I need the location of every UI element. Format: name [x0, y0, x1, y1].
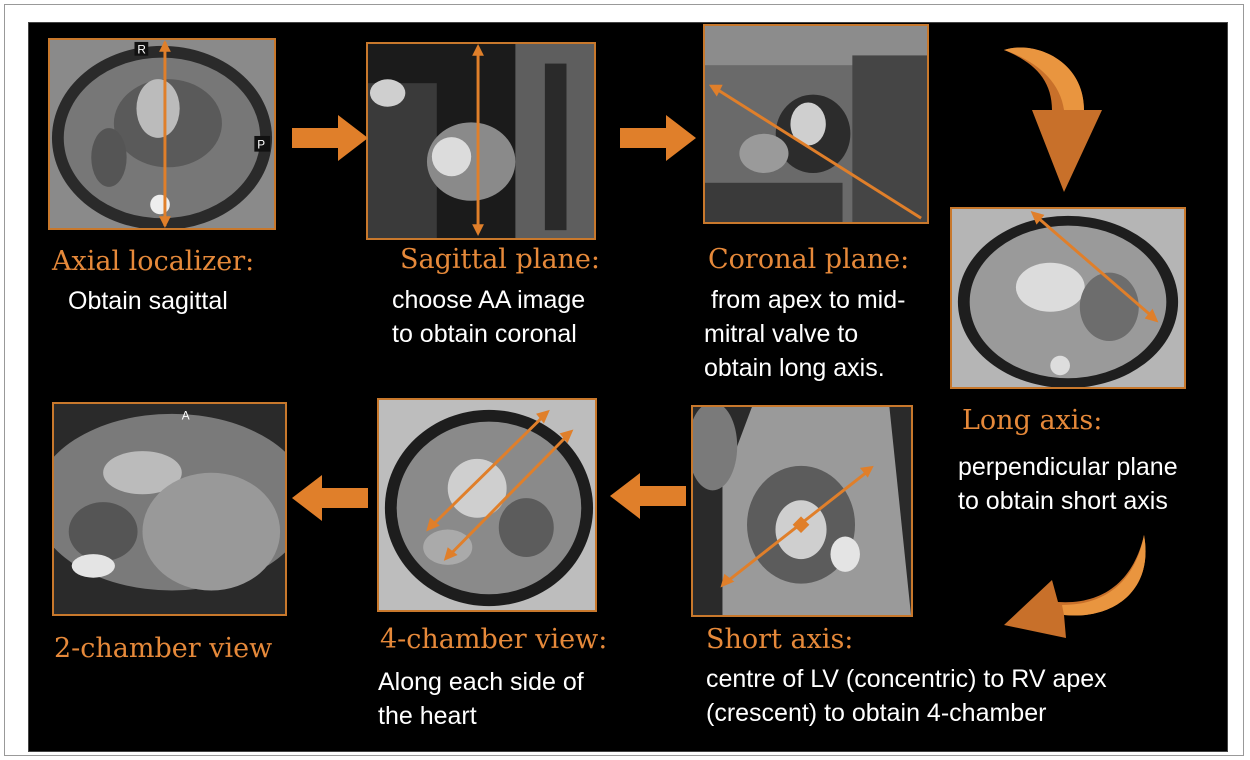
step-desc-line: choose AA image — [392, 283, 585, 317]
step-desc-line: to obtain coronal — [392, 317, 585, 351]
axial-label-p: P — [257, 139, 265, 152]
axial-label-r: R — [137, 44, 146, 57]
step-title-coronal: Coronal plane: — [708, 244, 909, 275]
axial-localizer-image: R P — [48, 38, 276, 230]
step-title-two-chamber: 2-chamber view — [54, 633, 272, 664]
step-desc-axial: Obtain sagittal — [68, 284, 228, 318]
step-desc-line: perpendicular plane — [958, 450, 1178, 484]
step-desc-line: obtain long axis. — [704, 351, 905, 385]
arrow-left-icon-2 — [292, 475, 368, 521]
step-desc-line: Along each side of — [378, 665, 584, 699]
coronal-plane-image — [703, 24, 929, 224]
arrow-left-icon-1 — [610, 473, 686, 519]
short-axis-image — [691, 405, 913, 617]
step-desc-line: (crescent) to obtain 4-chamber — [706, 696, 1107, 730]
curved-arrow-down-icon-2 — [1004, 530, 1154, 650]
step-desc-four-chamber: Along each side of the heart — [378, 665, 584, 733]
step-desc-line: to obtain short axis — [958, 484, 1178, 518]
step-desc-line: centre of LV (concentric) to RV apex — [706, 662, 1107, 696]
step-title-axial: Axial localizer: — [52, 246, 254, 277]
step-desc-line: Obtain sagittal — [68, 284, 228, 318]
step-desc-coronal: from apex to mid- mitral valve to obtain… — [704, 283, 905, 385]
step-title-four-chamber: 4-chamber view: — [380, 624, 607, 655]
step-title-short-axis: Short axis: — [706, 624, 853, 655]
two-chamber-label-a: A — [182, 410, 190, 423]
long-axis-image — [950, 207, 1186, 389]
step-desc-line: from apex to mid- — [704, 283, 905, 317]
step-desc-line: mitral valve to — [704, 317, 905, 351]
four-chamber-image — [377, 398, 597, 612]
step-desc-line: the heart — [378, 699, 584, 733]
two-chamber-image: A — [52, 402, 287, 616]
step-desc-short-axis: centre of LV (concentric) to RV apex (cr… — [706, 662, 1107, 730]
step-title-long-axis: Long axis: — [962, 405, 1102, 436]
sagittal-plane-image — [366, 42, 596, 240]
step-desc-long-axis: perpendicular plane to obtain short axis — [958, 450, 1178, 518]
arrow-right-icon-1 — [292, 115, 368, 161]
arrow-right-icon-2 — [620, 115, 696, 161]
curved-arrow-down-icon-1 — [994, 40, 1104, 200]
step-title-sagittal: Sagittal plane: — [400, 244, 600, 275]
step-desc-sagittal: choose AA image to obtain coronal — [392, 283, 585, 351]
